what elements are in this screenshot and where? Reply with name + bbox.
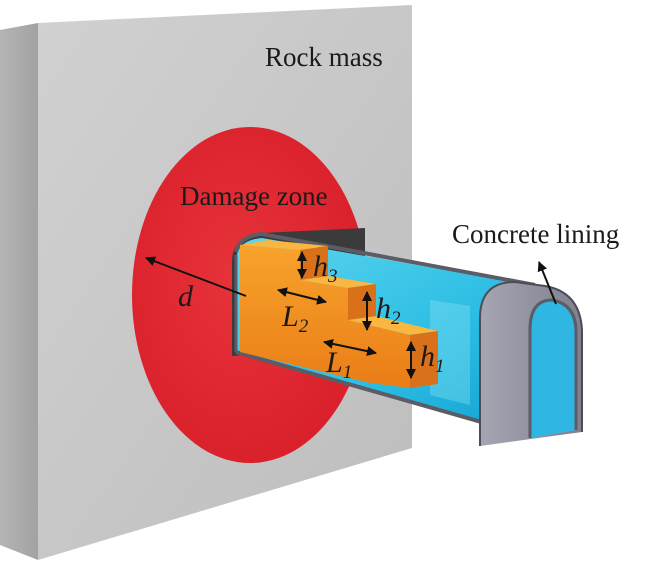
h1-base: h xyxy=(420,340,435,373)
L2-sub: 2 xyxy=(299,316,309,337)
concrete-lining xyxy=(479,280,583,446)
L2-label: L2 xyxy=(281,300,309,337)
h2-sub: 2 xyxy=(391,308,401,329)
h3-base: h xyxy=(313,250,328,283)
h3-sub: 3 xyxy=(327,266,338,287)
tunnel-top-edge xyxy=(234,231,536,287)
L1-sub: 1 xyxy=(343,362,353,383)
L1-label: L1 xyxy=(325,346,352,383)
arrow-L2 xyxy=(277,287,327,305)
lining-inner-water xyxy=(530,300,576,438)
step-riser-3 xyxy=(300,246,328,280)
lining-outline xyxy=(479,280,583,446)
step-top-3 xyxy=(240,240,328,250)
rock-mass-label: Rock mass xyxy=(265,42,383,72)
step-riser-1 xyxy=(410,331,438,388)
rock-mass-side xyxy=(0,23,38,560)
arrow-d xyxy=(145,256,247,297)
step-riser-2 xyxy=(348,284,376,320)
tunnel-bottom-edge xyxy=(235,350,521,435)
step-top-2 xyxy=(300,276,376,288)
h1-label: h1 xyxy=(420,340,445,377)
h2-base: h xyxy=(376,292,391,325)
h3-label: h3 xyxy=(313,250,338,287)
arrow-L1 xyxy=(323,338,377,357)
water-highlight xyxy=(430,300,470,405)
d-label: d xyxy=(178,280,194,313)
L1-base: L xyxy=(325,346,343,379)
concrete-lining-label: Concrete lining xyxy=(452,219,619,249)
damage-zone-label: Damage zone xyxy=(180,181,328,211)
h1-sub: 1 xyxy=(435,356,445,377)
h2-label: h2 xyxy=(376,292,401,329)
arrow-lining-pointer xyxy=(537,261,557,305)
dimension-arrows xyxy=(145,251,557,379)
L2-base: L xyxy=(281,300,299,333)
lining-inner-rim xyxy=(528,298,578,438)
